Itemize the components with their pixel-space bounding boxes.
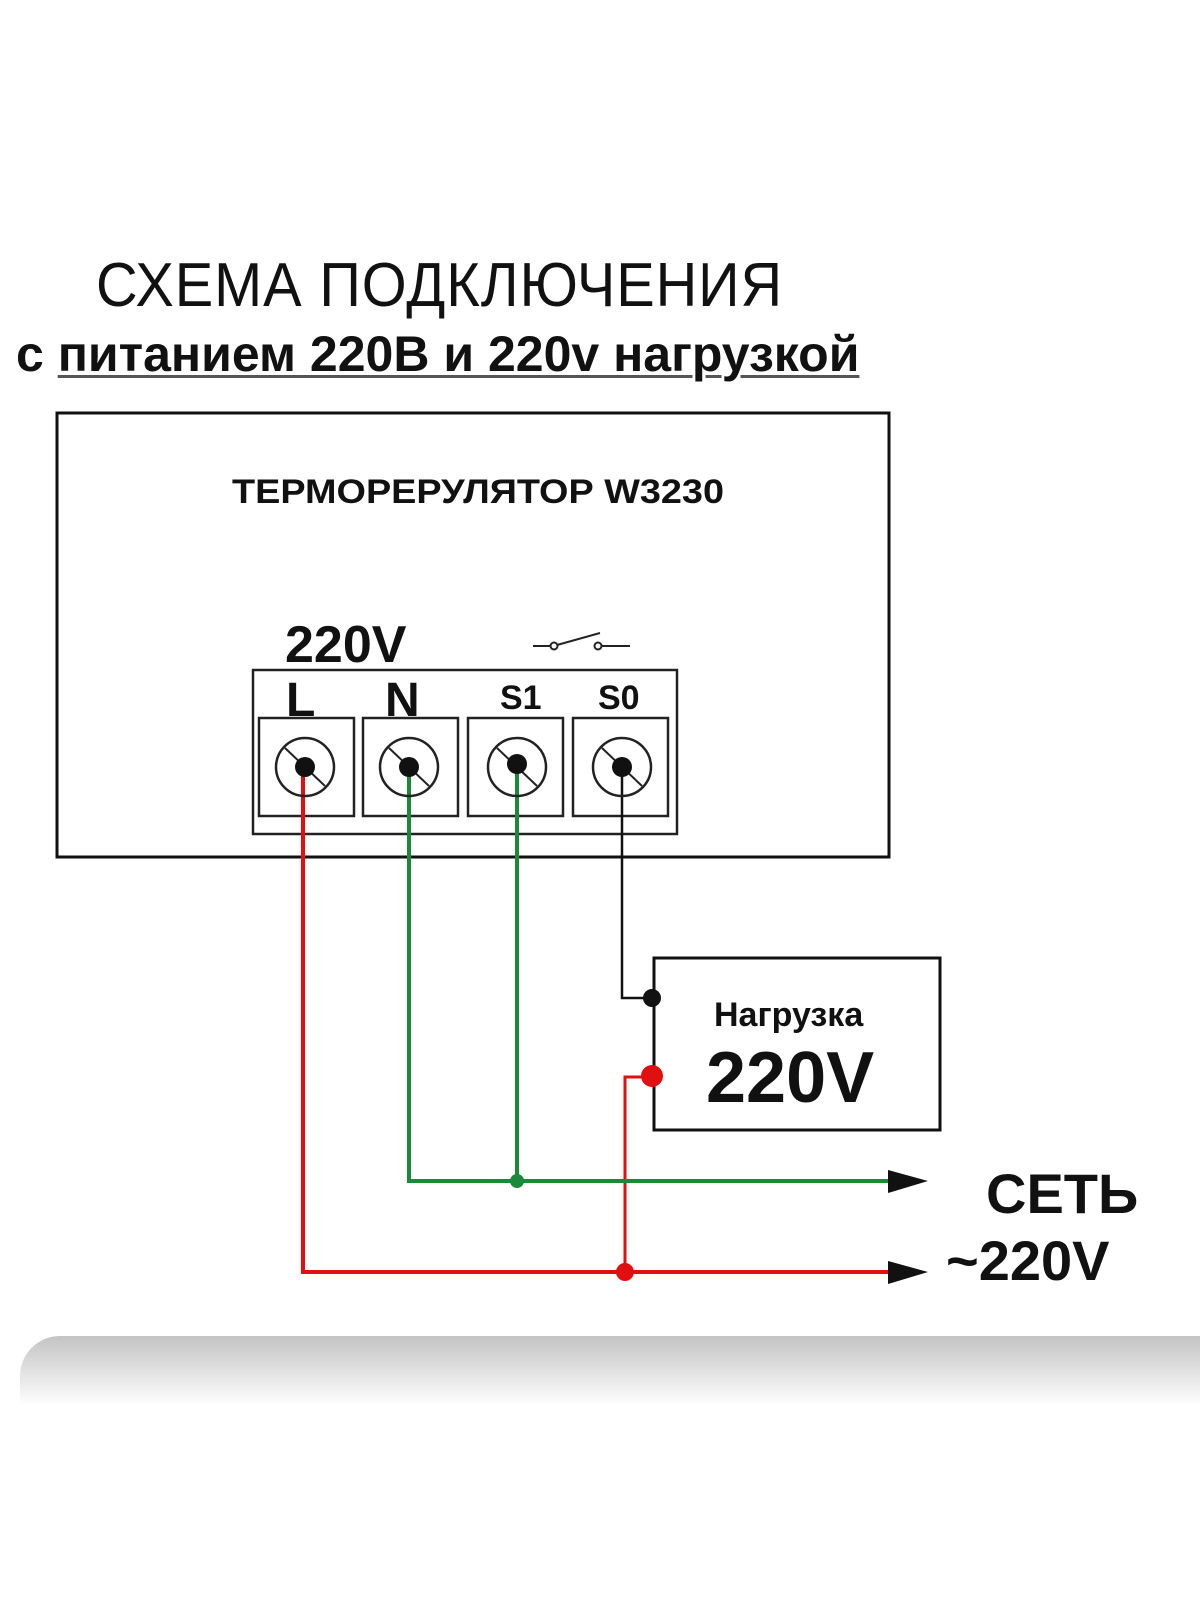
wire-switched-load — [620, 767, 652, 1000]
arrow-right-icon — [888, 1261, 928, 1284]
terminal-screws — [274, 736, 653, 798]
terminal-label-s1: S1 — [500, 679, 542, 717]
mains-voltage: ~220V — [946, 1229, 1110, 1292]
diagram-subtitle: с питанием 220В и 220v нагрузкой — [16, 325, 859, 383]
screw-icon — [378, 736, 440, 798]
arrow-right-icon — [888, 1170, 928, 1193]
wire-neutral-main — [407, 767, 900, 1183]
bottom-shadow — [20, 1336, 1200, 1406]
thermostat-box — [55, 411, 891, 859]
wire-phase-main — [301, 767, 900, 1274]
screw-icon — [486, 736, 548, 798]
subtitle-underlined: питанием 220В и 220v нагрузкой — [57, 326, 860, 382]
load-terminal-phase — [641, 1065, 663, 1087]
junction-phase — [616, 1263, 634, 1281]
power-voltage-label: 220V — [285, 616, 407, 674]
thermostat-name: ТЕРМОРЕРУЛЯТОР W3230 — [232, 473, 724, 511]
load-label: Нагрузка — [714, 996, 864, 1034]
diagram-title: СХЕМА ПОДКЛЮЧЕНИЯ — [96, 251, 784, 320]
screw-icon — [274, 736, 336, 798]
switch-open-icon — [533, 632, 630, 651]
junction-neutral — [510, 1174, 524, 1188]
subtitle-prefix: с — [16, 326, 58, 382]
wire-phase-load — [623, 1075, 652, 1272]
load-voltage: 220V — [706, 1038, 874, 1118]
screw-icon — [591, 736, 653, 798]
mains-label: СЕТЬ — [986, 1162, 1138, 1225]
terminal-label-s0: S0 — [598, 679, 640, 717]
load-box — [652, 956, 942, 1132]
load-terminal-switched — [643, 989, 661, 1007]
